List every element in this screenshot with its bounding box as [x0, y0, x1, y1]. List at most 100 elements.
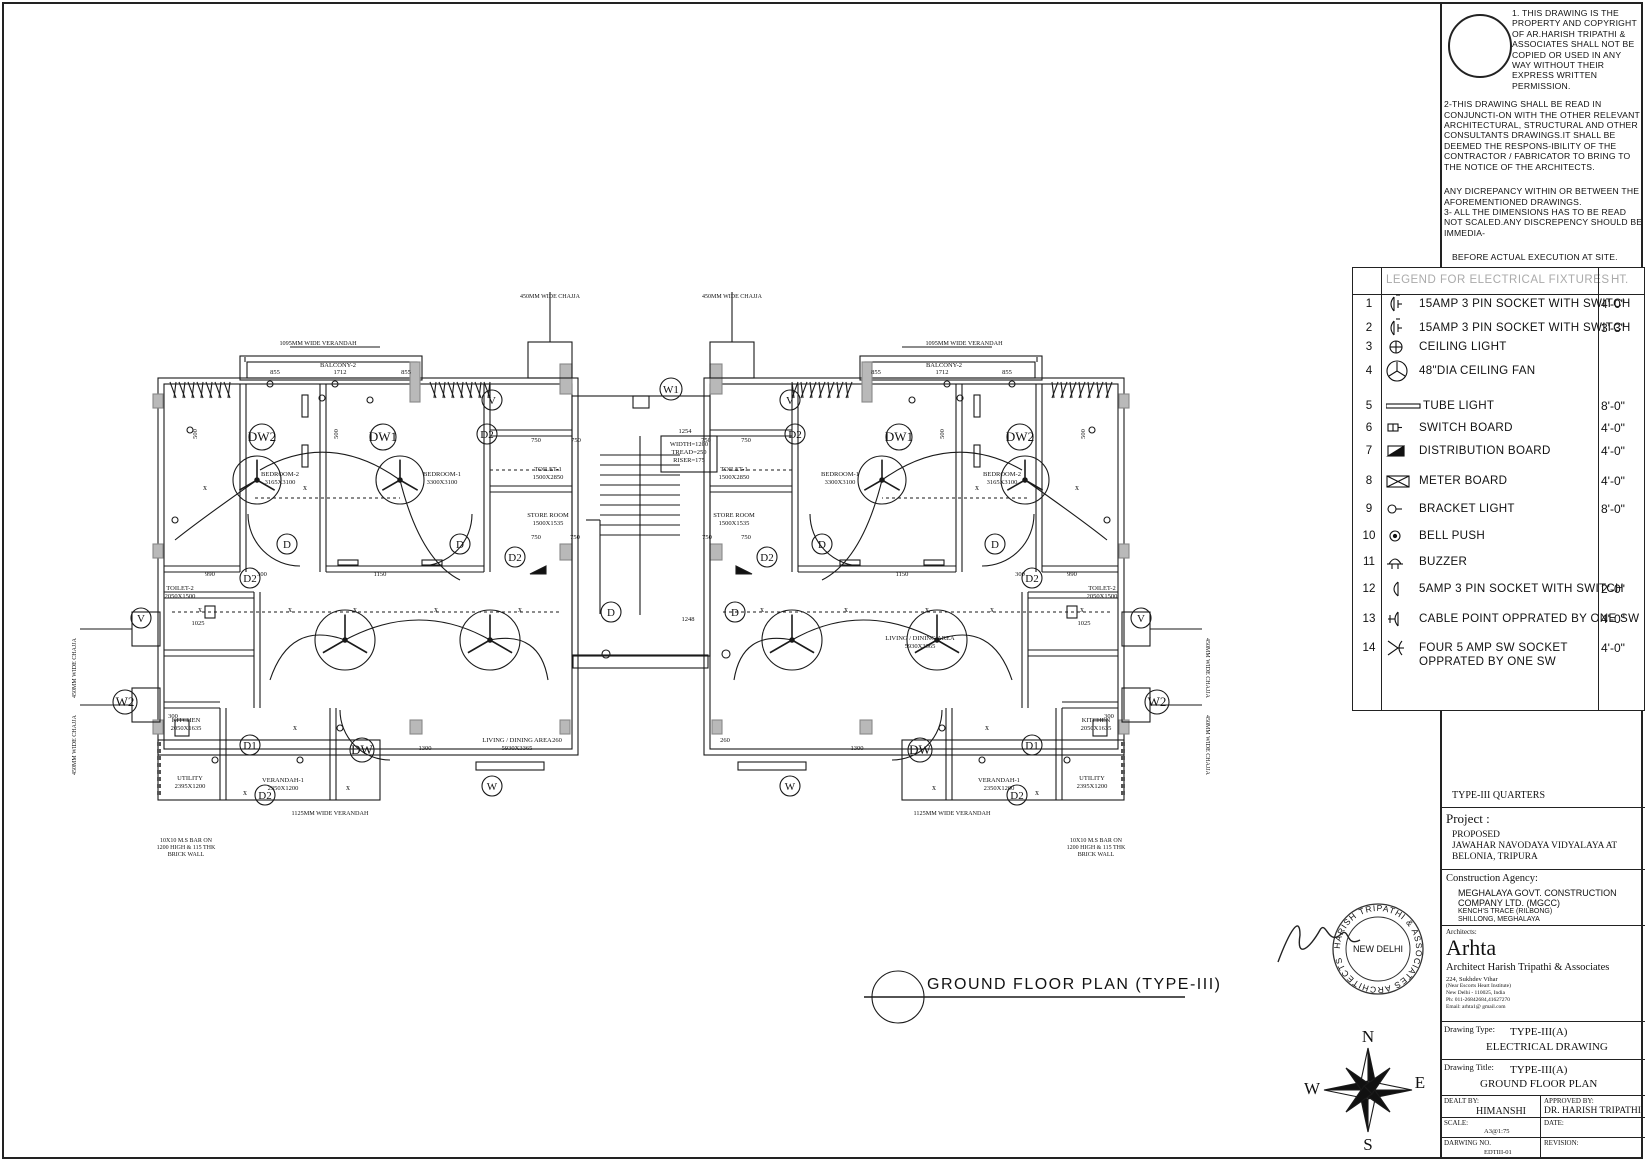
firm-phone: Ph: 011-26842684,41627270: [1446, 997, 1510, 1003]
firm-address-3: New Delhi - 110025, India: [1446, 990, 1505, 996]
sink-icon: [1092, 719, 1108, 737]
door-swing: [419, 513, 473, 567]
fan-blade: [256, 479, 276, 491]
wiring-x-mark: x: [975, 483, 979, 492]
tube-light-icon: [839, 559, 861, 566]
legend-number: 6: [1365, 421, 1373, 434]
ceiling-light-icon: [318, 394, 326, 402]
door-tag-circle: [130, 607, 152, 629]
legend-number: 11: [1362, 555, 1376, 568]
door-tag: DW1: [885, 429, 913, 444]
dimension-label: 300: [1104, 713, 1114, 720]
door-tag: D2: [1025, 573, 1038, 585]
legend-text: 48"DIA CEILING FAN: [1419, 364, 1536, 377]
brick-dot: [1121, 742, 1125, 746]
door-tag-circle: [1006, 423, 1034, 451]
note-3b: BEFORE ACTUAL EXECUTION AT SITE.: [1452, 252, 1618, 263]
stamp-outer: [1332, 903, 1424, 995]
column: [859, 719, 873, 735]
drawing-type-2: ELECTRICAL DRAWING: [1486, 1041, 1608, 1053]
socket-15a-icon: [1390, 318, 1402, 336]
legend-text: 15AMP 3 PIN SOCKET WITH SWITCH: [1419, 321, 1631, 334]
legend-header: LEGEND FOR ELECTRICAL FIXTURES HT.: [1353, 268, 1644, 295]
wiring-x-mark: x: [1035, 788, 1039, 797]
grille-hatch: [800, 381, 808, 399]
legend-number: 9: [1365, 502, 1373, 515]
room-label: 3165X3100: [265, 479, 296, 486]
wiring-curve: [489, 637, 549, 681]
ceiling-light-icon: [296, 756, 304, 764]
legend-number: 10: [1362, 529, 1376, 542]
wc-icon: [204, 605, 216, 619]
wiring-x-mark: x: [346, 783, 350, 792]
door-tag: DW2: [248, 429, 276, 444]
dimension-label: 1025: [192, 620, 205, 627]
ceiling-light-icon: [186, 426, 194, 434]
legend-height: 4'-0": [1601, 444, 1625, 458]
room-label: TOILET-1: [720, 466, 747, 473]
grille-hatch: [809, 381, 813, 399]
compass-e-label: E: [1415, 1073, 1425, 1092]
agency-line-4: SHILLONG, MEGHALAYA: [1458, 916, 1540, 923]
legend-text: DISTRIBUTION BOARD: [1419, 444, 1551, 457]
room-label: LIVING / DINING AREA: [885, 635, 955, 642]
ceiling-fan-icon: [1386, 360, 1408, 382]
room-label: TOILET-2: [1088, 585, 1115, 592]
door-tag-circle: [369, 423, 397, 451]
agency-line-1: MEGHALAYA GOVT. CONSTRUCTION: [1458, 888, 1617, 898]
ceiling-light-icon: [1103, 516, 1111, 524]
door-tag-circle: [1144, 689, 1170, 715]
brick-dot: [1121, 749, 1125, 753]
grille-hatch: [836, 381, 844, 399]
signature-mark: [1277, 925, 1361, 963]
legend-text: BELL PUSH: [1419, 529, 1486, 542]
room-label: 2050X1500: [1087, 593, 1118, 600]
fan-blade: [1024, 479, 1044, 491]
dimension-label: 855: [871, 369, 881, 376]
door-tag-circle: [779, 389, 801, 411]
dimension-label: 855: [1002, 369, 1012, 376]
fan-blade: [344, 639, 368, 654]
tube-light-icon: [973, 444, 981, 468]
grille-hatch: [169, 381, 177, 399]
verandah-label: 1125MM WIDE VERANDAH: [914, 810, 991, 817]
quarters-label: TYPE-III QUARTERS: [1452, 790, 1546, 801]
wiring-curve: [881, 451, 1023, 481]
grille-hatch: [460, 381, 464, 399]
fan-blade: [936, 639, 960, 654]
grille-hatch: [182, 381, 186, 399]
approved-by: DR. HARISH TRIPATHI: [1544, 1106, 1641, 1116]
room-label: 1500X1535: [719, 520, 750, 527]
grille-hatch: [809, 381, 817, 399]
grille-hatch: [1087, 381, 1095, 399]
door-tag: V: [488, 395, 496, 407]
door-tag: D2: [760, 552, 773, 564]
brick-dot: [1121, 784, 1125, 788]
grille-hatch: [1060, 381, 1068, 399]
grille-hatch: [200, 381, 204, 399]
wiring-x-mark: x: [925, 605, 929, 614]
fan-blade: [791, 639, 815, 654]
room-label: TOILET-1: [534, 466, 561, 473]
stair-label: TREAD=250: [671, 449, 706, 456]
door-tag-circle: [756, 546, 778, 568]
ceiling-light-icon: [908, 396, 916, 404]
firm-address-2: (Near Escorts Heart Institute): [1446, 983, 1511, 989]
legend-number: 3: [1365, 340, 1373, 353]
column: [1118, 719, 1130, 735]
room-label: UTILITY: [1079, 775, 1105, 782]
room-label: BALCONY-2: [320, 362, 356, 369]
brick-dot: [157, 742, 161, 746]
door-tag: D: [456, 539, 464, 551]
grille-hatch: [465, 381, 473, 399]
wiring-curve: [821, 479, 883, 581]
firm-name: Architect Harish Tripathi & Associates: [1446, 962, 1610, 973]
project-box: Project : PROPOSED JAWAHAR NAVODAYA VIDY…: [1440, 807, 1645, 869]
door-tag: D2: [258, 790, 271, 802]
approved-label: APPROVED BY:: [1544, 1097, 1594, 1105]
legend-number: 7: [1365, 444, 1373, 457]
plan-title: GROUND FLOOR PLAN (TYPE-III): [927, 976, 1222, 993]
grille-hatch: [191, 381, 195, 399]
